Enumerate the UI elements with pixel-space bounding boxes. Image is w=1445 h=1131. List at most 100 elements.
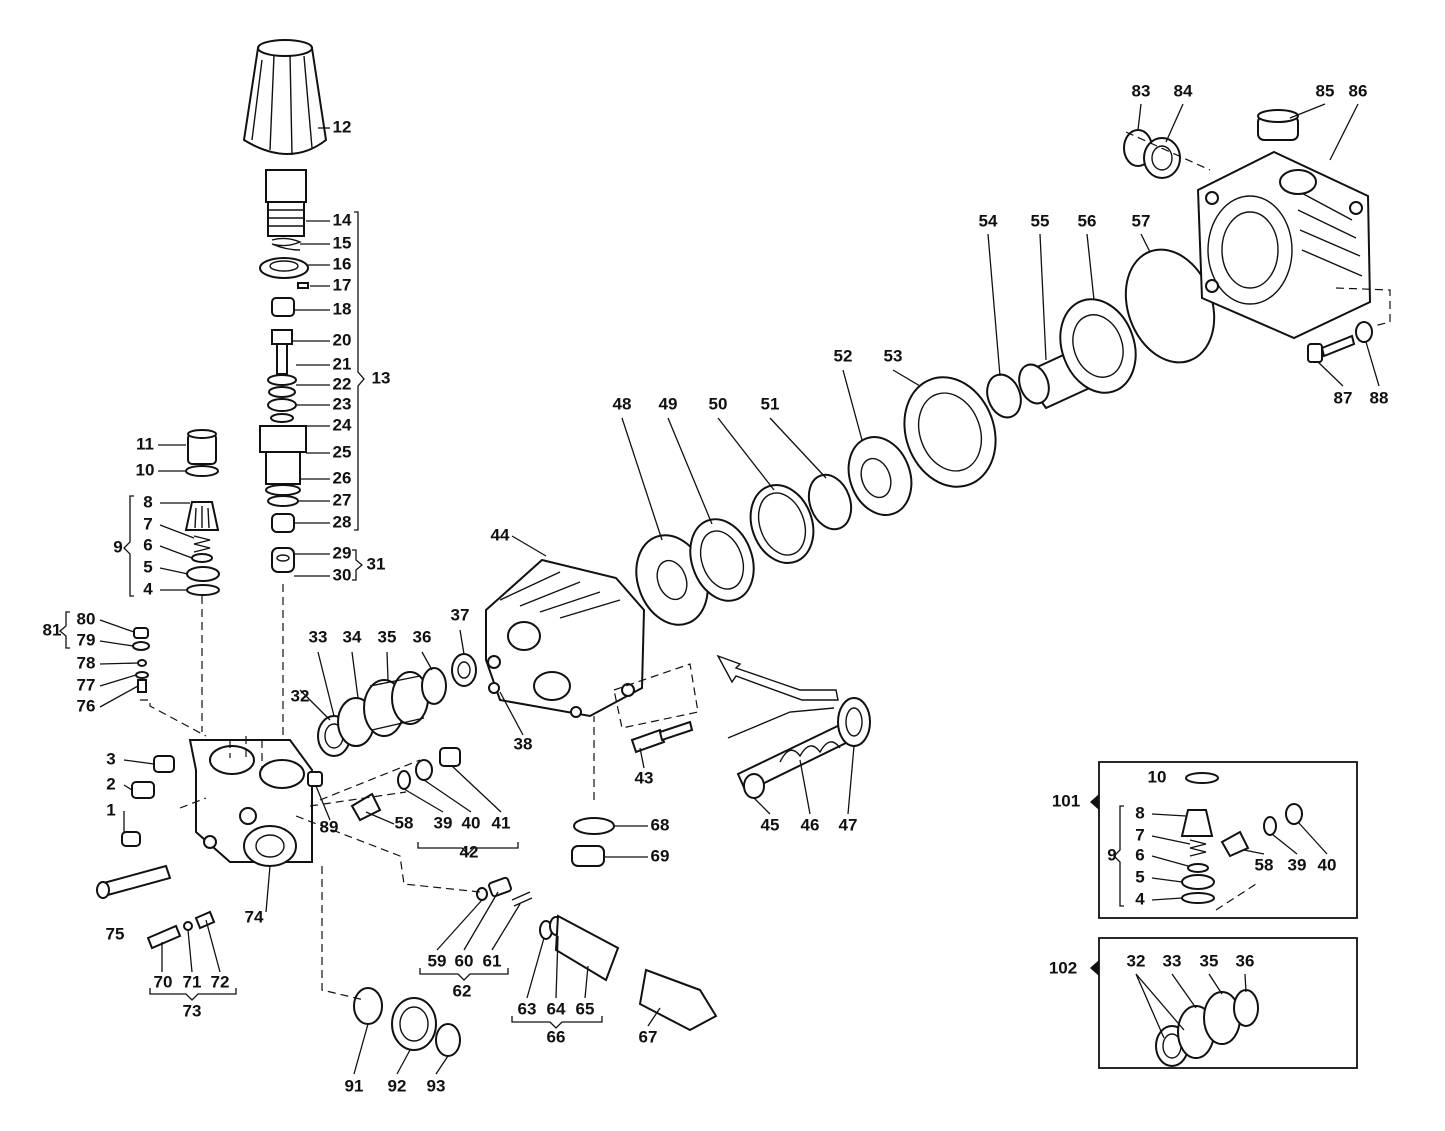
callout-6: 6 [1135, 845, 1144, 864]
spring-15 [271, 237, 302, 251]
callout-81: 81 [43, 620, 62, 639]
callout-71: 71 [183, 972, 202, 991]
callout-91: 91 [345, 1076, 364, 1095]
callout-48: 48 [613, 394, 632, 413]
callout-63: 63 [518, 999, 537, 1018]
discharge-59-67 [476, 876, 718, 1032]
arrow-hint [716, 654, 839, 739]
callout-16: 16 [333, 254, 352, 273]
callout-33: 33 [309, 627, 328, 646]
washers-48-53 [635, 376, 997, 626]
orings-21-24 [267, 374, 297, 423]
callout-10: 10 [136, 460, 155, 479]
callout-44: 44 [491, 525, 510, 544]
callout-11: 11 [136, 434, 154, 453]
fittings-70-72 [146, 910, 216, 950]
pin-17 [297, 282, 309, 289]
callout-18: 18 [333, 299, 352, 318]
seal-29-30 [271, 547, 295, 573]
callout-38: 38 [514, 734, 533, 753]
callout-76: 76 [77, 696, 96, 715]
callout-28: 28 [333, 512, 352, 531]
callout-61: 61 [483, 951, 502, 970]
seals-54-57 [986, 248, 1216, 419]
callout-45: 45 [761, 815, 780, 834]
callout-27: 27 [333, 490, 352, 509]
callout-1: 1 [106, 800, 115, 819]
callout-4: 4 [143, 579, 153, 598]
callout-73: 73 [183, 1001, 202, 1020]
callout-41: 41 [492, 813, 511, 832]
callout-47: 47 [839, 815, 858, 834]
callout-52: 52 [834, 346, 853, 365]
callout-84: 84 [1174, 81, 1193, 100]
callout-93: 93 [427, 1076, 446, 1095]
callout-49: 49 [659, 394, 678, 413]
callout-40: 40 [1318, 855, 1337, 874]
callout-60: 60 [455, 951, 474, 970]
callout-35: 35 [378, 627, 397, 646]
callout-labels: 1214151617182021222324252627281329303111… [43, 81, 1389, 1095]
callout-78: 78 [77, 653, 96, 672]
bolt-43 [630, 720, 694, 754]
callout-15: 15 [333, 233, 352, 252]
valve-body-14 [265, 169, 307, 237]
callout-39: 39 [434, 813, 453, 832]
bolt-75 [96, 864, 172, 899]
callout-26: 26 [333, 468, 352, 487]
assembly-dash-lines [140, 131, 1391, 1001]
callout-51: 51 [761, 394, 780, 413]
callout-37: 37 [451, 605, 470, 624]
callout-24: 24 [333, 415, 352, 434]
callout-55: 55 [1031, 211, 1050, 230]
rings-68-69 [571, 817, 615, 867]
callout-36: 36 [1236, 951, 1255, 970]
callout-36: 36 [413, 627, 432, 646]
callout-32: 32 [291, 686, 310, 705]
callout-12: 12 [333, 117, 352, 136]
inset-102 [1090, 937, 1358, 1069]
spring-7 [193, 535, 211, 553]
callout-8: 8 [143, 492, 152, 511]
callout-13: 13 [372, 368, 391, 387]
callout-92: 92 [388, 1076, 407, 1095]
callout-5: 5 [143, 557, 152, 576]
callout-59: 59 [428, 951, 447, 970]
callout-14: 14 [333, 210, 352, 229]
callout-53: 53 [884, 346, 903, 365]
callout-86: 86 [1349, 81, 1368, 100]
callout-72: 72 [211, 972, 230, 991]
callout-5: 5 [1135, 867, 1144, 886]
callout-6: 6 [143, 535, 152, 554]
callout-17: 17 [333, 275, 352, 294]
plug-85 [1257, 109, 1299, 141]
callout-88: 88 [1370, 388, 1389, 407]
manifold-74 [188, 739, 313, 867]
callout-57: 57 [1132, 211, 1151, 230]
callout-2: 2 [106, 774, 115, 793]
callout-42: 42 [460, 842, 479, 861]
flange-86 [1196, 150, 1372, 340]
bolt-87-88 [1307, 321, 1373, 363]
callout-102: 102 [1049, 958, 1077, 977]
callout-34: 34 [343, 627, 362, 646]
callout-58: 58 [395, 813, 414, 832]
piston-20 [271, 329, 293, 375]
inset-101 [1090, 761, 1358, 919]
callout-74: 74 [245, 907, 264, 926]
callout-50: 50 [709, 394, 728, 413]
callout-40: 40 [462, 813, 481, 832]
callout-75: 75 [106, 924, 125, 943]
callout-20: 20 [333, 330, 352, 349]
callout-4: 4 [1135, 889, 1145, 908]
parts-39-41-58 [350, 747, 461, 822]
callout-69: 69 [651, 846, 670, 865]
callout-8: 8 [1135, 803, 1144, 822]
callout-9: 9 [113, 537, 122, 556]
callout-70: 70 [154, 972, 173, 991]
callout-46: 46 [801, 815, 820, 834]
callout-56: 56 [1078, 211, 1097, 230]
plug-89 [307, 771, 323, 787]
callout-32: 32 [1127, 951, 1146, 970]
